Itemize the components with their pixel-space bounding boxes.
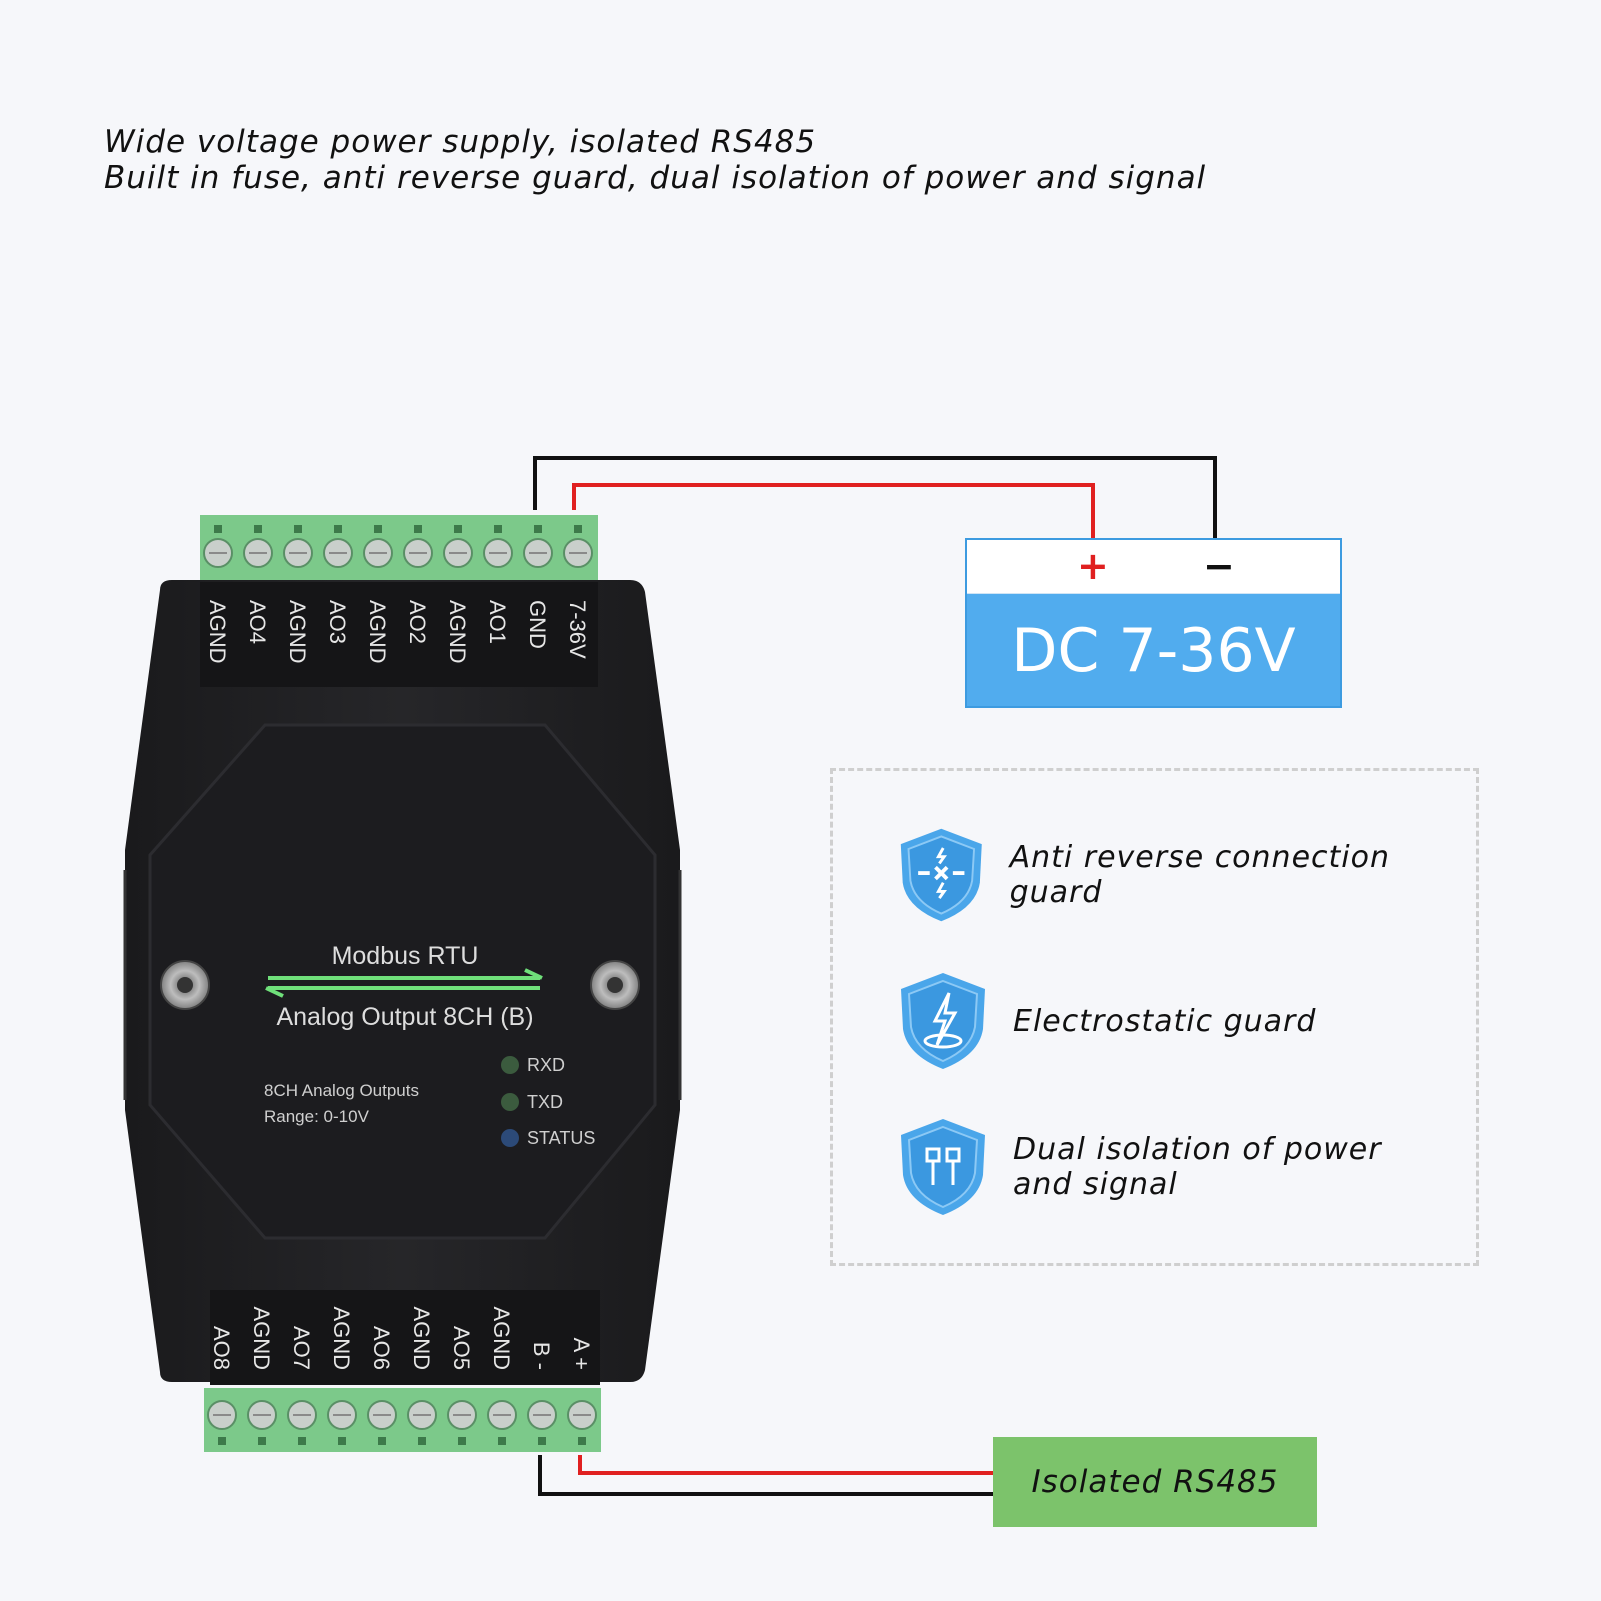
rs485-wire-red bbox=[578, 1455, 995, 1475]
rs485-label: Isolated RS485 bbox=[1031, 1464, 1279, 1500]
bottom-terminal-label: AO8 bbox=[209, 1326, 234, 1370]
bottom-terminal-label: B - bbox=[529, 1342, 554, 1370]
power-supply: + − DC 7-36V bbox=[965, 538, 1342, 708]
reverse-guard-icon bbox=[900, 828, 982, 922]
feature-electrostatic: Electrostatic guard bbox=[833, 969, 1316, 1073]
terminal-screw bbox=[283, 525, 313, 568]
terminal-screw bbox=[203, 525, 233, 568]
terminal-screw bbox=[523, 525, 553, 568]
feature-label: Dual isolation of power and signal bbox=[1013, 1132, 1382, 1202]
device-body bbox=[123, 580, 682, 1385]
terminal-screw bbox=[567, 1400, 597, 1445]
rs485-wire-black bbox=[538, 1455, 995, 1496]
bottom-terminal-label: AGND bbox=[409, 1306, 434, 1370]
bottom-terminal-labels: AO8 AGND AO7 AGND AO6 AGND AO5 AGND B - A + bbox=[209, 1306, 594, 1370]
led-txd-label: TXD bbox=[527, 1092, 563, 1112]
terminal-screw bbox=[403, 525, 433, 568]
led-indicators: RXD TXD STATUS bbox=[501, 1055, 595, 1148]
feature-dual-isolation: Dual isolation of power and signal bbox=[833, 1115, 1393, 1219]
header: Wide voltage power supply, isolated RS48… bbox=[104, 124, 1206, 196]
bottom-terminal-label: AGND bbox=[249, 1306, 274, 1370]
top-terminal-label: AO2 bbox=[405, 600, 430, 644]
led-status bbox=[501, 1129, 519, 1147]
isolation-icon bbox=[901, 1119, 985, 1215]
device-desc-line-2: Range: 0-10V bbox=[264, 1107, 370, 1126]
terminal-screw bbox=[363, 525, 393, 568]
power-wire-black bbox=[533, 456, 1217, 540]
top-terminal-label: AGND bbox=[365, 600, 390, 664]
bottom-terminal-label: AO7 bbox=[289, 1326, 314, 1370]
feature-reverse-guard: Anti reverse connection guard bbox=[833, 823, 1476, 927]
rs485-wires bbox=[538, 1455, 995, 1496]
terminal-screw bbox=[323, 525, 353, 568]
device-title: Modbus RTU bbox=[332, 942, 479, 970]
power-polarity: + − bbox=[967, 540, 1340, 594]
led-txd bbox=[501, 1093, 519, 1111]
led-status-label: STATUS bbox=[527, 1128, 595, 1148]
bottom-terminal-label: AO5 bbox=[449, 1326, 474, 1370]
top-terminal-strip bbox=[200, 515, 598, 583]
terminal-screw bbox=[443, 525, 473, 568]
top-terminal-label: AGND bbox=[285, 600, 310, 664]
top-terminal-label: 7-36V bbox=[565, 600, 590, 659]
device-subtitle: Analog Output 8CH (B) bbox=[276, 1003, 533, 1031]
rs485-box: Isolated RS485 bbox=[993, 1437, 1317, 1527]
top-terminal-label: GND bbox=[525, 600, 550, 649]
feature-list: Anti reverse connection guard Electrosta… bbox=[830, 768, 1479, 1266]
feature-label: Anti reverse connection guard bbox=[1009, 840, 1390, 910]
top-terminal-labels: AGND AO4 AGND AO3 AGND AO2 AGND AO1 GND 7-36V bbox=[205, 600, 590, 664]
terminal-screw bbox=[447, 1400, 477, 1445]
power-wires bbox=[533, 456, 1217, 540]
header-line-1: Wide voltage power supply, isolated RS48… bbox=[104, 124, 817, 160]
power-label: DC 7-36V bbox=[1011, 616, 1296, 686]
top-terminal-label: AO4 bbox=[245, 600, 270, 644]
terminal-screw bbox=[407, 1400, 437, 1445]
feature-label: Electrostatic guard bbox=[1013, 1003, 1317, 1039]
terminal-screw bbox=[367, 1400, 397, 1445]
bottom-terminal-strip bbox=[204, 1388, 601, 1452]
terminal-screw bbox=[287, 1400, 317, 1445]
modbus-arrows bbox=[265, 968, 543, 998]
bottom-terminal-label: AO6 bbox=[369, 1326, 394, 1370]
top-terminal-label: AGND bbox=[205, 600, 230, 664]
led-rxd-label: RXD bbox=[527, 1055, 565, 1075]
top-terminal-label: AO1 bbox=[485, 600, 510, 644]
top-terminal-label: AO3 bbox=[325, 600, 350, 644]
plus-terminal: + bbox=[1077, 544, 1109, 588]
bottom-terminal-label: A + bbox=[569, 1338, 594, 1370]
terminal-screw bbox=[243, 525, 273, 568]
terminal-screw bbox=[487, 1400, 517, 1445]
electrostatic-icon bbox=[901, 973, 985, 1069]
power-wire-red bbox=[572, 483, 1095, 540]
terminal-screw bbox=[527, 1400, 557, 1445]
terminal-screw bbox=[207, 1400, 237, 1445]
bottom-terminal-label: AGND bbox=[489, 1306, 514, 1370]
bottom-terminal-label: AGND bbox=[329, 1306, 354, 1370]
terminal-screw bbox=[483, 525, 513, 568]
top-terminal-label: AGND bbox=[445, 600, 470, 664]
header-line-2: Built in fuse, anti reverse guard, dual … bbox=[104, 160, 1207, 196]
minus-terminal: − bbox=[1203, 544, 1235, 588]
terminal-screw bbox=[327, 1400, 357, 1445]
device-desc-line-1: 8CH Analog Outputs bbox=[264, 1081, 419, 1100]
terminal-screw bbox=[563, 525, 593, 568]
terminal-screw bbox=[247, 1400, 277, 1445]
led-rxd bbox=[501, 1056, 519, 1074]
